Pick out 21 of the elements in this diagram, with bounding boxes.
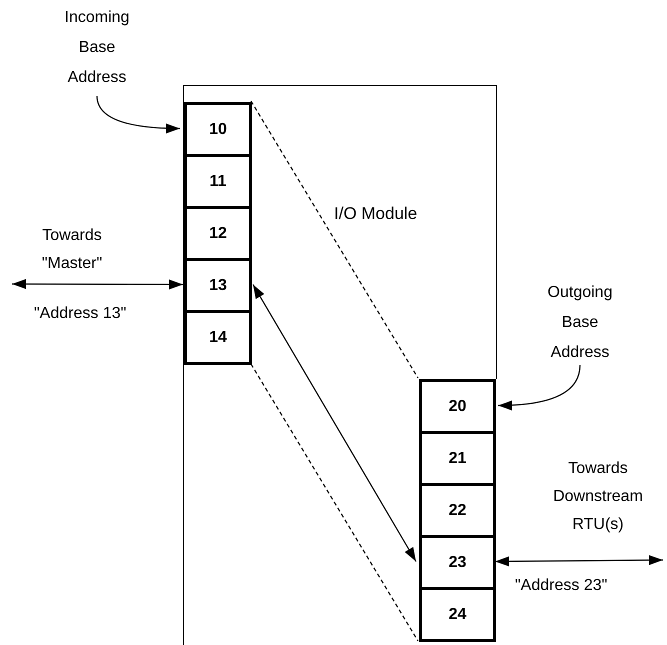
callout-text: Outgoing Base Address xyxy=(535,278,625,365)
leader-arrow xyxy=(498,364,581,410)
address-cell: 12 xyxy=(184,206,252,261)
address-cell: 23 xyxy=(419,535,496,590)
leader-arrow xyxy=(96,96,180,134)
address-cell: 22 xyxy=(419,483,496,538)
address-cell: 20 xyxy=(419,379,496,434)
address-cell: 24 xyxy=(419,587,496,642)
module-label: I/O Module xyxy=(334,203,418,225)
address-cell: 11 xyxy=(184,154,252,209)
arrow xyxy=(252,284,417,562)
arrow xyxy=(495,555,663,566)
address-cell: 13 xyxy=(184,258,252,313)
callout-text: Incoming Base Address xyxy=(57,3,137,96)
address-cell: 21 xyxy=(419,431,496,486)
module-outline xyxy=(183,85,497,645)
arrow xyxy=(12,279,183,290)
dashed-line xyxy=(250,100,419,378)
dashed-line xyxy=(250,364,419,642)
address-cell: 14 xyxy=(184,310,252,365)
address-cell: 10 xyxy=(184,102,252,157)
